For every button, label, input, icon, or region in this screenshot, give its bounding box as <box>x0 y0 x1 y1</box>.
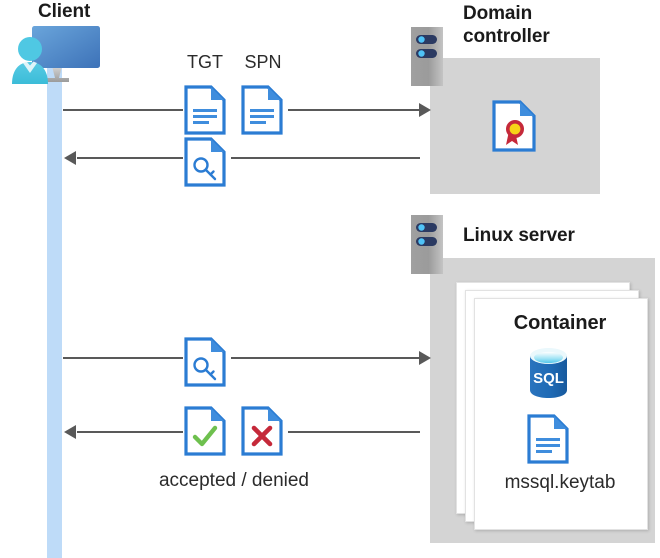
accepted-document-icon <box>184 406 226 456</box>
denied-document-icon <box>241 406 283 456</box>
client-label: Client <box>38 1 91 22</box>
domain-controller-label-line2: controller <box>463 26 550 47</box>
key-document-icon-2 <box>184 337 226 387</box>
msg-tgt-spn-line-right <box>288 109 420 111</box>
keytab-document-icon <box>527 414 569 464</box>
svg-text:SQL: SQL <box>533 370 564 387</box>
spn-label: SPN <box>244 52 282 72</box>
client-icon <box>8 22 104 88</box>
spn-document-icon <box>241 85 283 135</box>
tgt-label: TGT <box>187 52 223 72</box>
msg-server-ticket-line-right <box>231 357 420 359</box>
sql-database-icon: SQL <box>526 347 571 399</box>
msg-result-arrowhead <box>64 425 76 439</box>
domain-controller-label-line1: Domain <box>463 3 533 24</box>
key-document-icon-1 <box>184 137 226 187</box>
msg-ticket-line-right <box>231 157 420 159</box>
msg-ticket-line-left <box>77 157 183 159</box>
keytab-label: mssql.keytab <box>504 472 616 493</box>
accepted-denied-label: accepted / denied <box>158 470 309 491</box>
container-label: Container <box>513 312 607 334</box>
tgt-document-icon <box>184 85 226 135</box>
msg-tgt-spn-line-left <box>63 109 183 111</box>
certificate-document-icon <box>492 100 536 152</box>
msg-ticket-arrowhead <box>64 151 76 165</box>
linux-server-label: Linux server <box>463 225 575 246</box>
msg-server-ticket-line-left <box>63 357 183 359</box>
linux-server-server-icon <box>411 215 443 274</box>
client-lifeline <box>47 68 62 558</box>
msg-server-ticket-arrowhead <box>419 351 431 365</box>
msg-result-line-left <box>77 431 183 433</box>
msg-tgt-spn-arrowhead <box>419 103 431 117</box>
domain-controller-server-icon <box>411 27 443 86</box>
domain-controller-label: Domain controller <box>463 2 643 48</box>
container-card-front[interactable] <box>474 298 648 530</box>
msg-result-line-right <box>288 431 420 433</box>
